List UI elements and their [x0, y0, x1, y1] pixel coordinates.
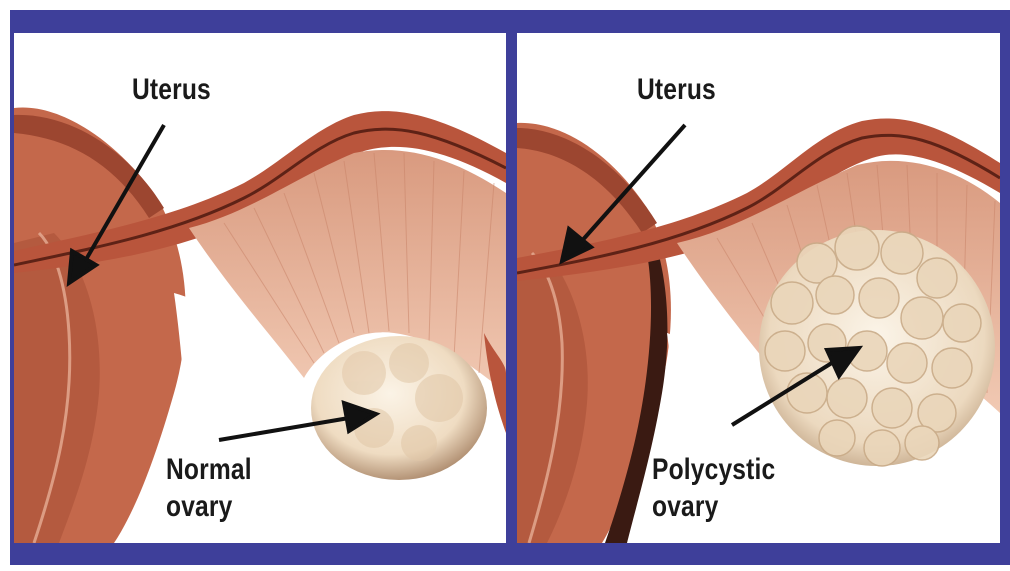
- ovary-label-line2: ovary: [652, 490, 718, 524]
- uterus-label: Uterus: [637, 73, 716, 107]
- normal-ovary-illustration: [14, 33, 506, 543]
- normal-ovary-panel: Uterus Normal ovary: [14, 33, 506, 543]
- ovary-label-line1: Polycystic: [652, 453, 775, 487]
- ovary-label-line2: ovary: [166, 490, 232, 524]
- uterus-label: Uterus: [132, 73, 211, 107]
- ovary-label-line1: Normal: [166, 453, 252, 487]
- polycystic-ovary-panel: Uterus Polycystic ovary: [517, 33, 1000, 543]
